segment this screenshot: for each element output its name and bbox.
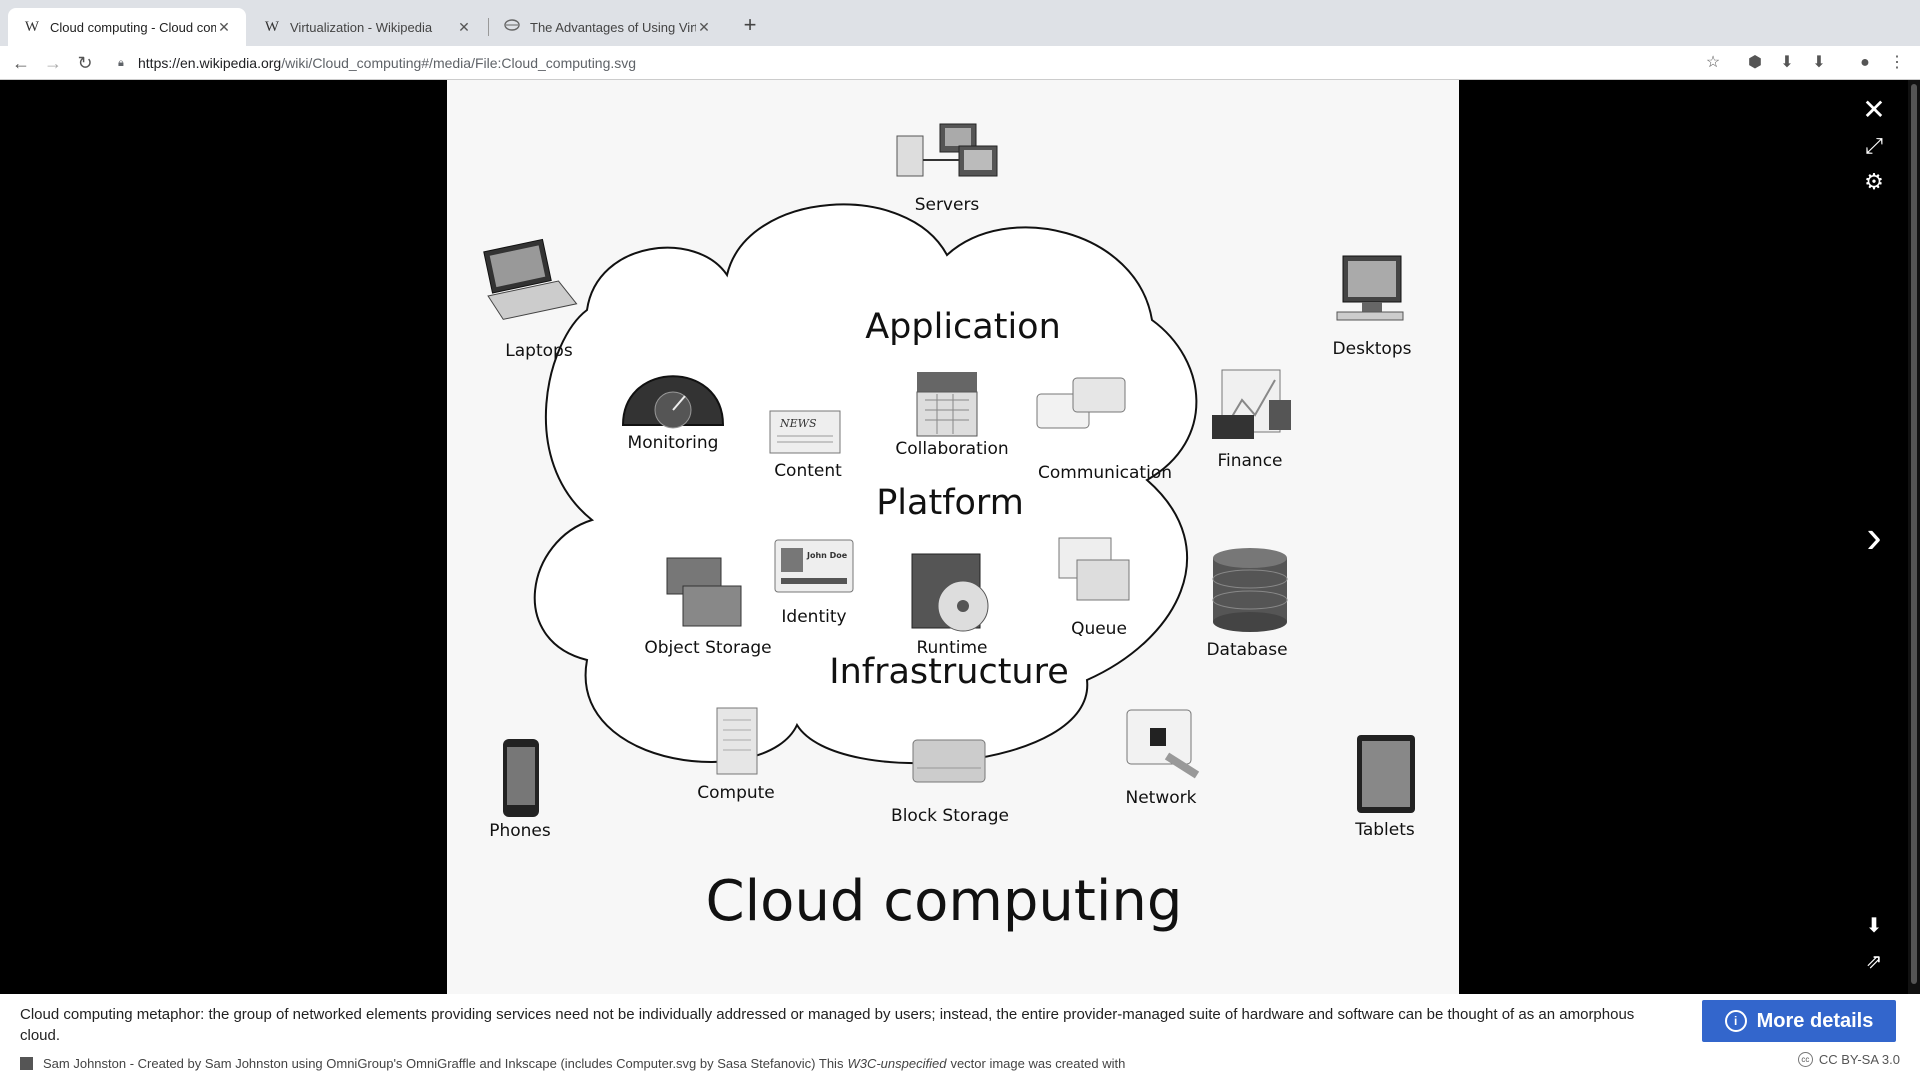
tab-title: Cloud computing - Cloud com bbox=[50, 19, 216, 35]
content-label: Content bbox=[774, 461, 842, 481]
block-storage-label: Block Storage bbox=[891, 806, 1009, 826]
download-icon[interactable]: ⬇ bbox=[1780, 54, 1794, 71]
media-viewer: NEWS bbox=[0, 80, 1920, 994]
object-storage-label: Object Storage bbox=[644, 638, 771, 658]
content-icon: NEWS bbox=[769, 410, 841, 454]
image-caption: Cloud computing metaphor: the group of n… bbox=[20, 1006, 1635, 1044]
block-storage-icon bbox=[912, 739, 986, 783]
back-icon[interactable]: ← bbox=[12, 53, 30, 73]
communication-icon bbox=[1036, 377, 1126, 429]
wikipedia-favicon-icon: W bbox=[24, 18, 40, 35]
laptops-label: Laptops bbox=[505, 341, 573, 361]
network-label: Network bbox=[1126, 788, 1197, 808]
address-bar[interactable]: 🔒︎ https://en.wikipedia.org/wiki/Cloud_c… bbox=[118, 50, 1678, 76]
cloud-computing-diagram: NEWS bbox=[483, 123, 1415, 934]
object-storage-icon bbox=[666, 557, 742, 627]
more-details-button[interactable]: i More details bbox=[1702, 1000, 1896, 1042]
license-label: CC BY-SA 3.0 bbox=[1818, 1052, 1900, 1067]
queue-icon bbox=[1058, 537, 1130, 601]
id-card-text: John Doe bbox=[806, 551, 848, 560]
scrollbar-thumb[interactable] bbox=[1911, 84, 1917, 984]
collaboration-label: Collaboration bbox=[895, 439, 1008, 459]
download-icon[interactable]: ⬇ bbox=[1812, 54, 1826, 71]
next-image-icon[interactable]: › bbox=[1866, 510, 1882, 562]
laptops-icon bbox=[483, 238, 578, 320]
collaboration-icon bbox=[916, 372, 978, 437]
infrastructure-layer-label: Infrastructure bbox=[829, 652, 1069, 692]
extension-icon[interactable]: ⬢ bbox=[1748, 54, 1762, 71]
runtime-icon bbox=[911, 553, 989, 632]
newspaper-text: NEWS bbox=[779, 417, 817, 430]
communication-label: Communication bbox=[1038, 463, 1172, 483]
close-tab-icon[interactable]: ✕ bbox=[458, 18, 470, 35]
new-tab-button[interactable]: + bbox=[743, 12, 757, 37]
tab-title: The Advantages of Using Virtu bbox=[530, 19, 696, 35]
cc-icon: cc bbox=[1797, 1052, 1813, 1067]
share-icon[interactable]: ⇗ bbox=[1865, 951, 1883, 973]
url-path: /wiki/Cloud_computing#/media/File:Cloud_… bbox=[281, 55, 637, 71]
profile-icon[interactable]: ● bbox=[1860, 54, 1870, 71]
application-layer-label: Application bbox=[865, 307, 1061, 347]
identity-icon: John Doe bbox=[774, 539, 854, 593]
close-tab-icon[interactable]: ✕ bbox=[698, 18, 710, 35]
author-text: Sam Johnston - Created by Sam Johnston u… bbox=[43, 1056, 844, 1071]
file-icon bbox=[20, 1057, 33, 1070]
finance-label: Finance bbox=[1217, 451, 1282, 471]
caption-bar: Cloud computing metaphor: the group of n… bbox=[0, 994, 1920, 1080]
gear-icon[interactable]: ⚙ bbox=[1864, 169, 1884, 194]
wikipedia-favicon-icon: W bbox=[264, 18, 280, 35]
tablets-icon bbox=[1357, 735, 1415, 813]
tablets-label: Tablets bbox=[1354, 820, 1415, 840]
browser-toolbar: ← → ↻ 🔒︎ https://en.wikipedia.org/wiki/C… bbox=[0, 46, 1920, 80]
url-host: https://en.wikipedia.org bbox=[138, 55, 282, 71]
media-image[interactable]: NEWS bbox=[447, 80, 1459, 994]
monitoring-label: Monitoring bbox=[628, 433, 719, 453]
validity-text[interactable]: W3C-unspecified bbox=[847, 1056, 947, 1071]
database-icon bbox=[1212, 548, 1288, 632]
tab-title: Virtualization - Wikipedia bbox=[290, 19, 433, 35]
star-icon[interactable]: ☆ bbox=[1705, 54, 1721, 71]
identity-label: Identity bbox=[781, 607, 846, 627]
license[interactable]: cc CC BY-SA 3.0 bbox=[1770, 1052, 1900, 1067]
compute-icon bbox=[716, 707, 758, 775]
tab-separator bbox=[488, 18, 489, 36]
fullscreen-icon[interactable]: ⤢ bbox=[1865, 133, 1883, 158]
database-label: Database bbox=[1206, 640, 1287, 660]
info-icon: i bbox=[1724, 1010, 1747, 1032]
scrollbar[interactable] bbox=[1908, 80, 1920, 994]
network-icon bbox=[1126, 709, 1200, 779]
menu-icon[interactable]: ⋮ bbox=[1889, 54, 1905, 71]
servers-icon bbox=[896, 123, 998, 177]
tab-bar: W Cloud computing - Cloud com ✕ W Virtua… bbox=[0, 0, 1920, 46]
forward-icon[interactable]: → bbox=[44, 53, 62, 73]
desktops-icon bbox=[1336, 255, 1404, 321]
servers-label: Servers bbox=[915, 195, 980, 215]
tab-cloud-computing[interactable]: W Cloud computing - Cloud com ✕ bbox=[8, 8, 246, 46]
queue-label: Queue bbox=[1071, 619, 1127, 639]
tab-virtualization[interactable]: W Virtualization - Wikipedia ✕ bbox=[248, 8, 486, 46]
runtime-label: Runtime bbox=[916, 638, 987, 658]
close-tab-icon[interactable]: ✕ bbox=[218, 18, 230, 35]
compute-label: Compute bbox=[697, 783, 775, 803]
phones-label: Phones bbox=[489, 821, 551, 841]
close-icon[interactable]: ✕ bbox=[1862, 94, 1886, 125]
reload-icon[interactable]: ↻ bbox=[77, 53, 93, 73]
tab-advantages-virtualization[interactable]: The Advantages of Using Virtu ✕ bbox=[488, 8, 726, 46]
globe-icon bbox=[502, 18, 522, 36]
lock-icon: 🔒︎ bbox=[118, 56, 124, 69]
platform-layer-label: Platform bbox=[876, 483, 1024, 523]
diagram-title: Cloud computing bbox=[706, 869, 1183, 934]
author-text-suffix: vector image was created with bbox=[950, 1056, 1126, 1071]
finance-icon bbox=[1212, 369, 1291, 439]
more-details-label: More details bbox=[1756, 1009, 1874, 1032]
monitoring-icon bbox=[621, 375, 725, 429]
author-line: Sam Johnston - Created by Sam Johnston u… bbox=[20, 1056, 1420, 1071]
phones-icon bbox=[503, 739, 539, 817]
download-icon[interactable]: ⬇ bbox=[1865, 915, 1883, 937]
desktops-label: Desktops bbox=[1333, 339, 1412, 359]
